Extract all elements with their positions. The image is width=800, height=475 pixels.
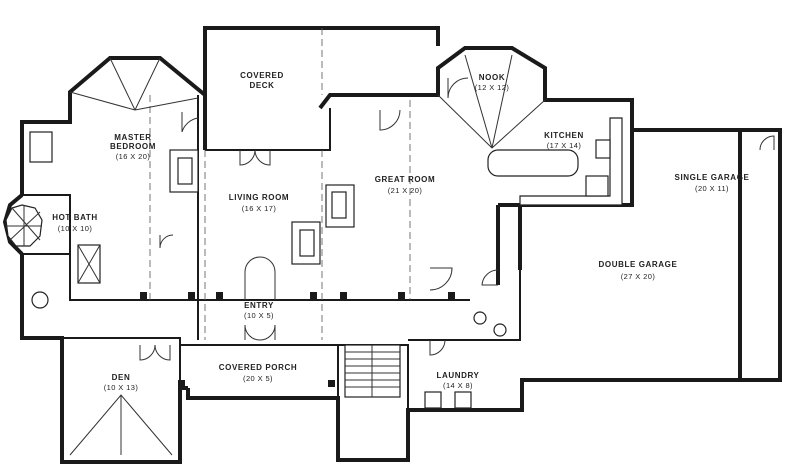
toilet-icon: [31, 291, 49, 309]
half-bath-sink-icon: [473, 311, 487, 325]
door-pantry: [429, 267, 453, 291]
doors: [139, 77, 775, 361]
label-single-garage: SINGLE GARAGE: [675, 173, 750, 182]
master-bay-spokes: [69, 57, 199, 111]
columns: [140, 292, 455, 387]
dims-living-room: (16 X 17): [242, 204, 277, 213]
door-entry-left: [244, 324, 261, 341]
entry-arch: [244, 256, 276, 300]
nook-bay-spokes: [437, 54, 546, 149]
stairs-icon: [344, 344, 401, 398]
label-hot-bath: HOT BATH: [52, 213, 98, 222]
garage-east-wall: [740, 128, 782, 382]
door-nook: [447, 77, 469, 99]
wall-bath-closet: [22, 194, 110, 301]
dims-laundry: (14 X 8): [443, 381, 473, 390]
door-laundry: [429, 339, 446, 356]
label-master-bedroom-2: BEDROOM: [110, 142, 156, 151]
label-covered-deck-2: DECK: [249, 81, 274, 90]
kitchen-island-icon: [487, 149, 579, 177]
door-den: [139, 344, 171, 361]
fireplace-master-icon: [169, 149, 199, 193]
dims-great-room: (21 X 20): [388, 186, 423, 195]
label-master-bedroom: MASTER: [114, 133, 151, 142]
dims-entry: (10 X 5): [244, 311, 274, 320]
hot-bath-bay-wall: [2, 193, 24, 256]
wall-deck-living: [205, 108, 331, 151]
label-covered-deck: COVERED: [240, 71, 284, 80]
label-laundry: LAUNDRY: [436, 371, 479, 380]
door-master: [181, 112, 199, 133]
door-entry-right: [259, 324, 276, 341]
label-double-garage: DOUBLE GARAGE: [599, 260, 678, 269]
label-great-room: GREAT ROOM: [375, 175, 436, 184]
dims-double-garage: (27 X 20): [621, 272, 656, 281]
south-wall: [186, 128, 742, 462]
den-ceiling-lines: [69, 394, 173, 456]
north-east-wall: [318, 46, 634, 130]
structural-lines: [149, 28, 411, 340]
dims-master-bedroom: (16 X 20): [116, 152, 151, 161]
dims-nook: (12 X 12): [475, 83, 510, 92]
label-nook: NOOK: [479, 73, 505, 82]
deck-outline: [203, 26, 440, 150]
dims-covered-porch: (20 X 5): [243, 374, 273, 383]
label-kitchen: KITCHEN: [544, 131, 584, 140]
dims-hot-bath: (10 X 10): [58, 224, 93, 233]
wall-den-top: [62, 337, 181, 388]
label-living-room: LIVING ROOM: [229, 193, 289, 202]
door-deck-great: [379, 109, 401, 131]
label-den: DEN: [112, 373, 131, 382]
kitchen-counter-icon: [519, 117, 623, 206]
dims-kitchen: (17 X 14): [547, 141, 582, 150]
fireplace-living-icon: [291, 221, 321, 265]
closet-icon: [29, 131, 53, 163]
washer-icon: [424, 391, 442, 409]
half-bath-toilet-icon: [493, 323, 507, 337]
door-hall-closet: [159, 234, 174, 249]
label-entry: ENTRY: [244, 301, 274, 310]
dryer-icon: [454, 391, 472, 409]
room-labels: COVERED DECK NOOK (12 X 12) MASTER BEDRO…: [52, 71, 749, 392]
wall-great-kitchen: [496, 203, 522, 285]
door-garage: [481, 269, 499, 286]
hot-bath-tub-icon: [5, 204, 43, 247]
door-single-garage: [759, 135, 775, 151]
bath-fixtures: [29, 131, 507, 409]
door-living-french: [239, 149, 271, 166]
label-covered-porch: COVERED PORCH: [219, 363, 297, 372]
dims-den: (10 X 13): [104, 383, 139, 392]
fireplace-great-icon: [325, 184, 355, 228]
dims-single-garage: (20 X 11): [695, 184, 729, 193]
